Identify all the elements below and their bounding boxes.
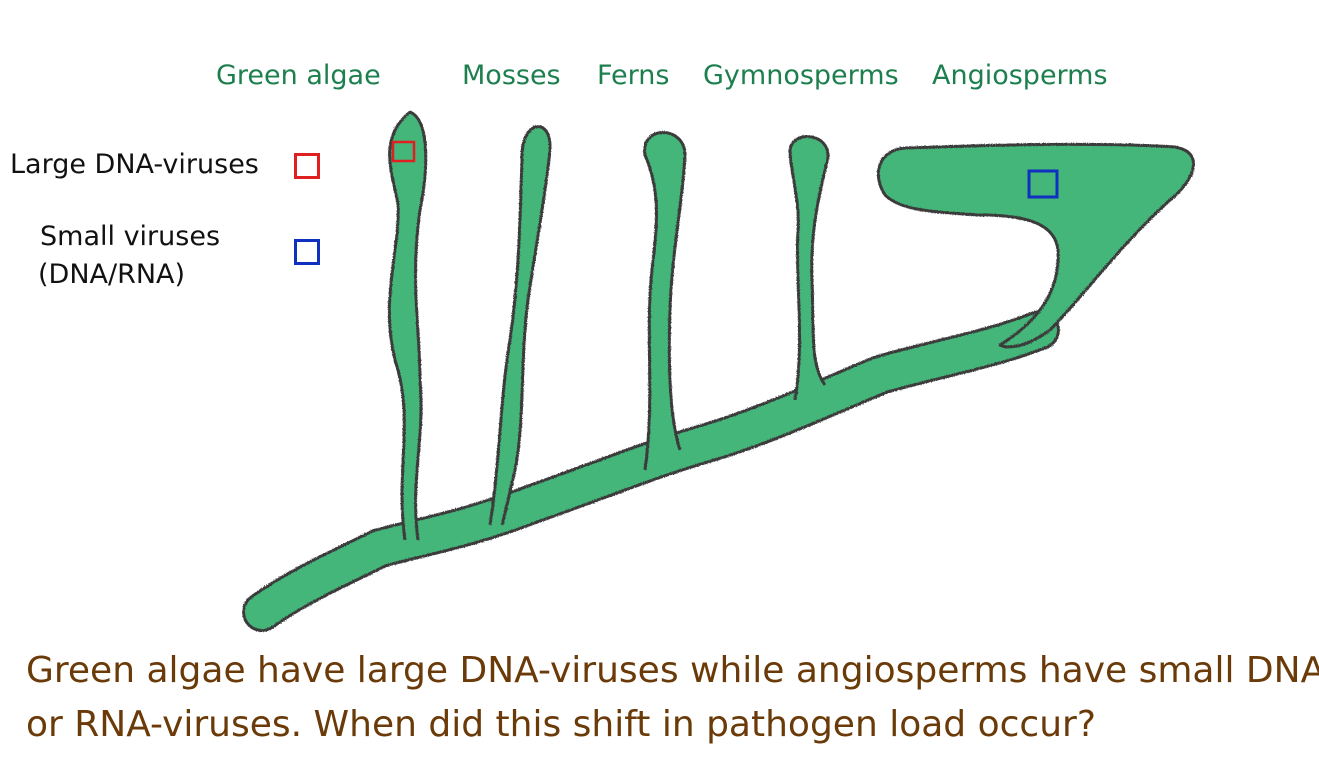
green-algae-branch xyxy=(387,110,428,541)
legend-label-large-dna-viruses: Large DNA-viruses xyxy=(10,149,259,180)
taxon-label-angiosperms: Angiosperms xyxy=(932,60,1108,91)
caption-line-2: or RNA-viruses. When did this shift in p… xyxy=(26,704,1096,745)
taxon-label-green-algae: Green algae xyxy=(216,60,381,91)
ferns-branch xyxy=(643,131,687,471)
large-dna-virus-marker xyxy=(391,140,416,163)
tree-branches xyxy=(242,110,1195,632)
caption-line-1: Green algae have large DNA-viruses while… xyxy=(26,650,1319,691)
taxon-label-ferns: Ferns xyxy=(597,60,670,91)
legend-label-small-viruses: Small viruses (DNA/RNA) xyxy=(38,218,221,294)
legend-small-line1: Small viruses xyxy=(40,221,221,252)
taxon-label-mosses: Mosses xyxy=(462,60,561,91)
legend-swatch-small xyxy=(294,239,320,265)
small-virus-marker xyxy=(1027,169,1059,199)
mosses-branch xyxy=(488,125,552,526)
legend-swatch-large xyxy=(294,153,320,179)
angiosperms-branch xyxy=(876,142,1195,349)
gymnosperms-branch xyxy=(788,135,830,401)
caption-question: Green algae have large DNA-viruses while… xyxy=(26,644,1319,752)
legend-small-line2: (DNA/RNA) xyxy=(38,259,186,290)
taxon-label-gymnosperms: Gymnosperms xyxy=(703,60,899,91)
